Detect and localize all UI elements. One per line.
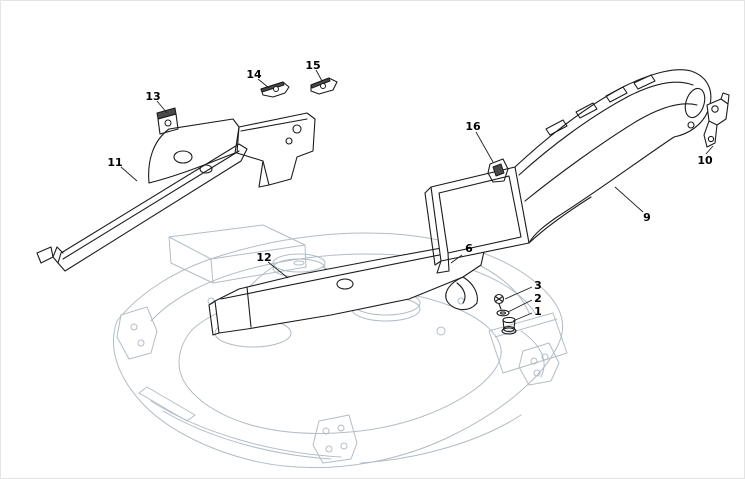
callout-15: 15 bbox=[305, 59, 320, 72]
callout-6: 6 bbox=[465, 242, 473, 255]
part-2-washer bbox=[496, 309, 510, 317]
part-11-left-guard-panel bbox=[36, 112, 316, 272]
part-3-screw bbox=[493, 293, 505, 310]
part-13-clip bbox=[156, 107, 179, 135]
callout-11: 11 bbox=[107, 156, 122, 169]
part-10-bracket bbox=[703, 92, 730, 148]
callout-14: 14 bbox=[246, 68, 262, 81]
callout-10: 10 bbox=[697, 154, 713, 167]
callout-3: 3 bbox=[534, 279, 542, 292]
part-12-centre-panel bbox=[208, 242, 486, 336]
callout-2: 2 bbox=[534, 292, 542, 305]
callout-16: 16 bbox=[465, 120, 481, 133]
callout-13: 13 bbox=[145, 90, 160, 103]
callout-labels: 1 2 3 6 9 10 11 12 13 14 15 16 bbox=[107, 59, 713, 318]
cutting-deck-reference-art bbox=[113, 224, 568, 469]
part-14-bracket bbox=[260, 81, 290, 98]
part-15-bracket bbox=[310, 77, 338, 95]
part-16-latch-clip bbox=[487, 158, 509, 183]
part-1-spacer bbox=[501, 316, 517, 335]
callout-leader-lines bbox=[120, 69, 714, 322]
callout-12: 12 bbox=[256, 251, 271, 264]
callout-1: 1 bbox=[534, 305, 542, 318]
callout-9: 9 bbox=[643, 211, 651, 224]
